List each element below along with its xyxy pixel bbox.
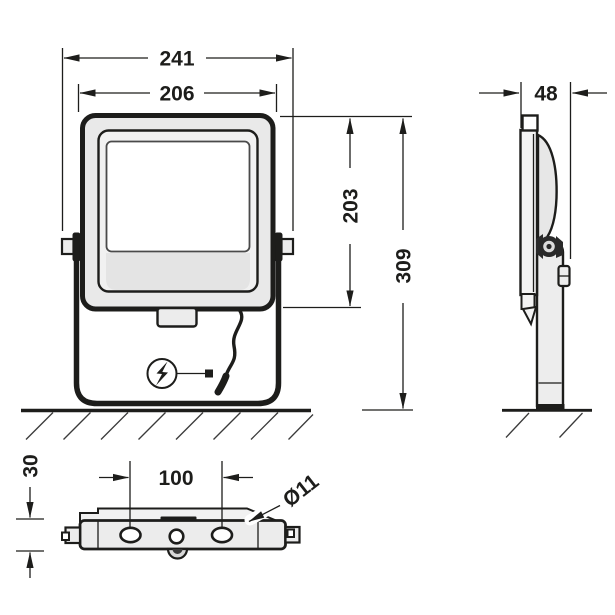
cable-plug-tip bbox=[214, 372, 230, 396]
dim-hole-spacing-label: 100 bbox=[158, 467, 193, 490]
dim-hole-diameter: Ø11 bbox=[244, 470, 324, 526]
cable-gland-bottom bbox=[166, 547, 189, 560]
bottom-view: 100 30 Ø11 bbox=[16, 454, 324, 578]
mounting-bracket-front bbox=[73, 245, 282, 407]
dim-housing-height: 203 bbox=[340, 118, 363, 307]
mounting-hole-left bbox=[119, 526, 142, 544]
dim-overall-width-label: 241 bbox=[159, 48, 194, 71]
mounting-hole-center bbox=[168, 528, 185, 545]
power-cable bbox=[214, 309, 244, 396]
cable-callout-square bbox=[205, 369, 213, 378]
junction-box-tab bbox=[156, 306, 198, 328]
lamp-top-edge bbox=[521, 114, 539, 132]
lightning-bolt-icon bbox=[146, 358, 213, 389]
dim-foot-depth-label: 30 bbox=[20, 454, 43, 477]
lens-glass bbox=[105, 140, 251, 253]
ground-side bbox=[502, 408, 592, 438]
foot-joint bbox=[536, 404, 565, 409]
floodlight-side-profile bbox=[519, 114, 571, 409]
lamp-slab-side bbox=[519, 128, 539, 297]
bezel-lower-band bbox=[106, 253, 250, 290]
ground-front bbox=[21, 408, 314, 440]
floodlight-housing bbox=[80, 113, 276, 328]
plate-slot bbox=[160, 516, 197, 522]
ground-hatching-front bbox=[25, 412, 314, 440]
dim-foot-depth: 30 bbox=[16, 454, 44, 578]
side-view: 48 bbox=[479, 82, 607, 438]
heatsink-back bbox=[536, 133, 558, 242]
plate-tab-right bbox=[284, 525, 301, 544]
mounting-holes bbox=[119, 526, 234, 545]
dim-overall-height-label: 309 bbox=[393, 248, 416, 283]
dim-overall-height: 309 bbox=[393, 118, 416, 409]
dim-hole-spacing: 100 bbox=[99, 461, 253, 528]
junction-box-tip bbox=[521, 305, 538, 327]
pivot-knob-side bbox=[536, 234, 563, 259]
dim-housing-width-label: 206 bbox=[159, 83, 194, 106]
dim-depth-label: 48 bbox=[534, 83, 558, 106]
dim-overall-width: 241 bbox=[63, 48, 292, 71]
extension-lines-front bbox=[61, 48, 413, 411]
mounting-hole-right bbox=[210, 526, 234, 544]
dim-housing-width: 206 bbox=[79, 83, 276, 106]
dim-depth: 48 bbox=[479, 83, 607, 106]
ground-hatching-side bbox=[505, 412, 583, 438]
dim-housing-height-label: 203 bbox=[340, 188, 363, 223]
plate-tab-left bbox=[61, 526, 82, 545]
front-view: 241 206 bbox=[21, 48, 416, 440]
